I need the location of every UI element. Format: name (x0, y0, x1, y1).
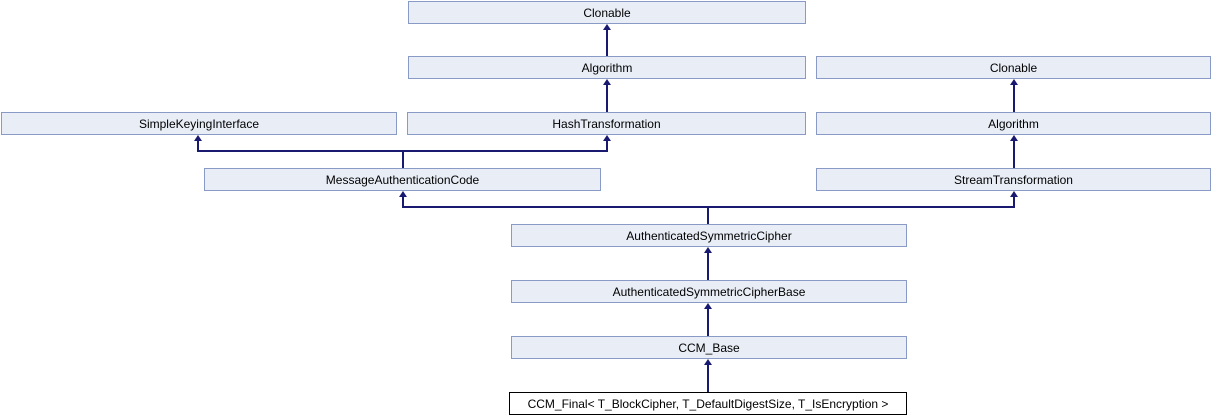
node-label: HashTransformation (552, 116, 661, 131)
node-label: SimpleKeyingInterface (138, 116, 260, 131)
edge-arrowhead-up-icon (603, 79, 611, 85)
node-label: StreamTransformation (954, 172, 1073, 187)
edge-line (1013, 84, 1015, 112)
node-authenticated-symmetric-cipher-base[interactable]: AuthenticatedSymmetricCipherBase (511, 280, 907, 303)
node-algorithm-right[interactable]: Algorithm (816, 112, 1211, 135)
node-label: AuthenticatedSymmetricCipher (626, 228, 792, 243)
edge-arrowhead-up-icon (704, 359, 712, 365)
node-simple-keying-interface[interactable]: SimpleKeyingInterface (1, 112, 397, 135)
edge-arrowhead-up-icon (603, 24, 611, 30)
edge-line (402, 150, 404, 168)
node-label: MessageAuthenticationCode (325, 172, 480, 187)
edge-line (1013, 196, 1015, 207)
edge-arrowhead-up-icon (704, 303, 712, 309)
edge-arrowhead-up-icon (1010, 79, 1018, 85)
node-label: CCM_Final< T_BlockCipher, T_DefaultDiges… (527, 396, 889, 411)
edge-arrowhead-up-icon (399, 191, 407, 197)
node-clonable-right[interactable]: Clonable (816, 56, 1211, 79)
node-stream-transformation[interactable]: StreamTransformation (816, 168, 1211, 191)
edge-line (707, 308, 709, 336)
edge-line (707, 364, 709, 392)
node-label: CCM_Base (678, 340, 740, 355)
node-label: AuthenticatedSymmetricCipherBase (612, 284, 806, 299)
edge-line (606, 140, 608, 151)
node-label: Clonable (989, 60, 1038, 75)
node-algorithm-center[interactable]: Algorithm (408, 56, 806, 79)
edge-line (606, 29, 608, 56)
edge-arrowhead-up-icon (194, 135, 202, 141)
edge-arrowhead-up-icon (704, 247, 712, 253)
edge-line (707, 206, 709, 224)
edge-line (197, 140, 199, 151)
node-label: Algorithm (581, 60, 633, 75)
edge-line (606, 84, 608, 112)
edge-arrowhead-up-icon (1010, 191, 1018, 197)
node-label: Algorithm (988, 116, 1039, 131)
node-label: Clonable (583, 5, 631, 20)
node-hash-transformation[interactable]: HashTransformation (407, 112, 806, 135)
node-authenticated-symmetric-cipher[interactable]: AuthenticatedSymmetricCipher (511, 224, 907, 247)
node-ccm-base[interactable]: CCM_Base (511, 336, 907, 359)
node-message-authentication-code[interactable]: MessageAuthenticationCode (204, 168, 601, 191)
edge-arrowhead-up-icon (1010, 135, 1018, 141)
node-clonable-top[interactable]: Clonable (408, 1, 806, 24)
edge-line (707, 252, 709, 280)
edge-line (1013, 140, 1015, 168)
edge-line (402, 196, 404, 207)
node-ccm-final-current: CCM_Final< T_BlockCipher, T_DefaultDiges… (509, 392, 907, 415)
edge-arrowhead-up-icon (603, 135, 611, 141)
